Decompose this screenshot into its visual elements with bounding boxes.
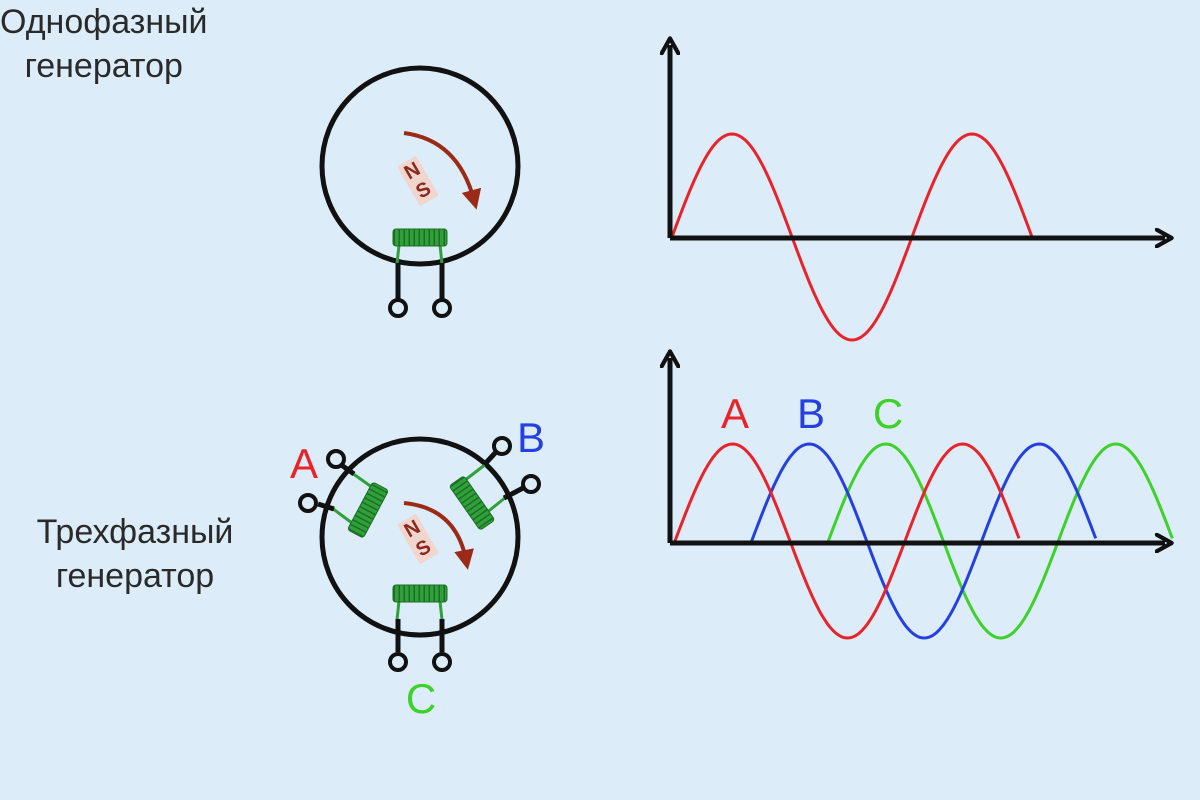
wave-label-a: A	[721, 390, 749, 437]
three-phase-label-line1: Трехфазный	[36, 513, 234, 551]
coil-label-a: A	[290, 440, 318, 487]
coil-lead	[438, 600, 444, 621]
magnet: N S	[397, 514, 439, 564]
three-stator-ring	[319, 436, 521, 638]
phase-c-wave	[826, 442, 1174, 640]
coil-lead	[395, 600, 401, 621]
wave-label-c: C	[873, 390, 903, 437]
single-phase-wave	[670, 132, 1034, 342]
terminal-wire	[317, 501, 335, 512]
coil	[392, 228, 448, 247]
coil-label-c: C	[406, 675, 436, 722]
coil-c	[388, 584, 452, 672]
wave-label-b: B	[797, 390, 825, 437]
terminal	[388, 298, 408, 318]
single-phase-generator: N S	[319, 65, 521, 318]
coil	[449, 476, 495, 530]
terminal	[492, 436, 512, 456]
phase-b-wave	[750, 442, 1098, 640]
magnet: N S	[397, 156, 439, 206]
three-phase-plot: A B C	[670, 358, 1174, 640]
terminal-wire	[482, 450, 498, 467]
coil-a	[298, 449, 389, 538]
terminal	[521, 474, 541, 494]
terminal	[432, 652, 452, 672]
single-stator-ring	[319, 65, 521, 267]
single-phase-label-line2: генератор	[24, 47, 183, 85]
coil-lead	[395, 244, 401, 265]
coil-b	[449, 436, 541, 530]
rotation-arrow	[403, 131, 482, 210]
three-phase-label-line2: генератор	[55, 557, 215, 595]
terminal	[432, 298, 452, 318]
terminal-wire	[502, 485, 525, 501]
three-phase-generator: N S	[290, 414, 545, 722]
coil	[347, 482, 389, 538]
coil-lead	[438, 244, 444, 265]
rotation-arrow	[403, 501, 474, 570]
phase-a-wave	[673, 442, 1021, 640]
terminal	[298, 493, 318, 513]
single-phase-label-line1: Однофазный	[0, 3, 208, 41]
three-phase-label: Трехфазный генератор	[10, 510, 260, 598]
terminal	[326, 449, 346, 469]
single-phase-label: Однофазный генератор	[0, 0, 208, 88]
coil	[392, 584, 448, 603]
coil-label-b: B	[517, 414, 545, 461]
terminal	[388, 652, 408, 672]
single-phase-plot	[670, 45, 1165, 342]
